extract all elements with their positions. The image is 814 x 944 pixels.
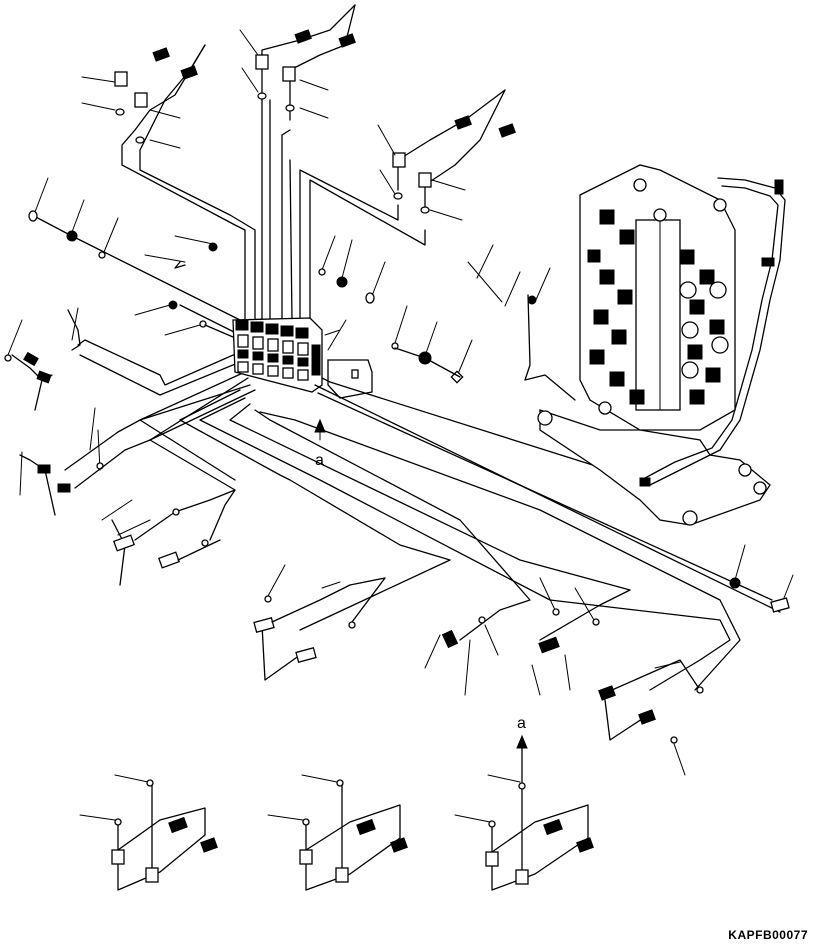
view-a-upper: a: [314, 418, 326, 469]
top-leaders: [81, 29, 466, 221]
view-label-lower: a: [517, 715, 526, 732]
bottom-assembly-2: [267, 774, 408, 891]
bottom-assembly-1: [79, 774, 218, 891]
left-lower-fittings: [19, 371, 249, 516]
right-lower-fittings: [598, 544, 794, 776]
valve-spools: [587, 178, 729, 405]
valve-manifold-block: [232, 317, 373, 399]
drawing-code: KAPFB00077: [728, 928, 808, 942]
bottom-middle-fittings: [253, 564, 600, 696]
control-valve-assembly: [537, 164, 786, 526]
lower-left-hose-group: [101, 384, 256, 586]
top-harness-group: [121, 4, 506, 321]
bottom-assembly-3: [454, 774, 594, 891]
left-upper-fittings: [28, 177, 241, 341]
top-connectors: [114, 29, 516, 214]
center-fittings: [318, 235, 576, 401]
view-label-upper: a: [315, 452, 324, 469]
valve-stack: [235, 319, 321, 381]
left-middle-hose-group: [4, 307, 246, 411]
view-a-lower: a: [516, 715, 528, 881]
